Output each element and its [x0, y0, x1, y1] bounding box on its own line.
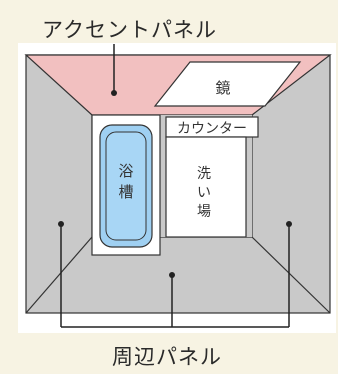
accent-panel-label: アクセントパネル	[42, 18, 217, 42]
surround-panel-label: 周辺パネル	[112, 345, 222, 369]
washing-label-2: い	[197, 185, 211, 201]
counter-label: カウンター	[177, 121, 247, 137]
bathtub-inner	[105, 131, 147, 241]
mirror	[153, 61, 302, 107]
washing-label-3: 場	[197, 204, 211, 220]
washing-area	[165, 136, 247, 238]
perspective-line-right	[251, 236, 331, 314]
bathtub-label-2: 槽	[118, 183, 133, 201]
bathtub-label-1: 浴	[118, 162, 133, 180]
washing-label-1: 洗	[197, 166, 211, 182]
mirror-label: 鏡	[215, 79, 230, 97]
perspective-line-left	[25, 236, 93, 314]
